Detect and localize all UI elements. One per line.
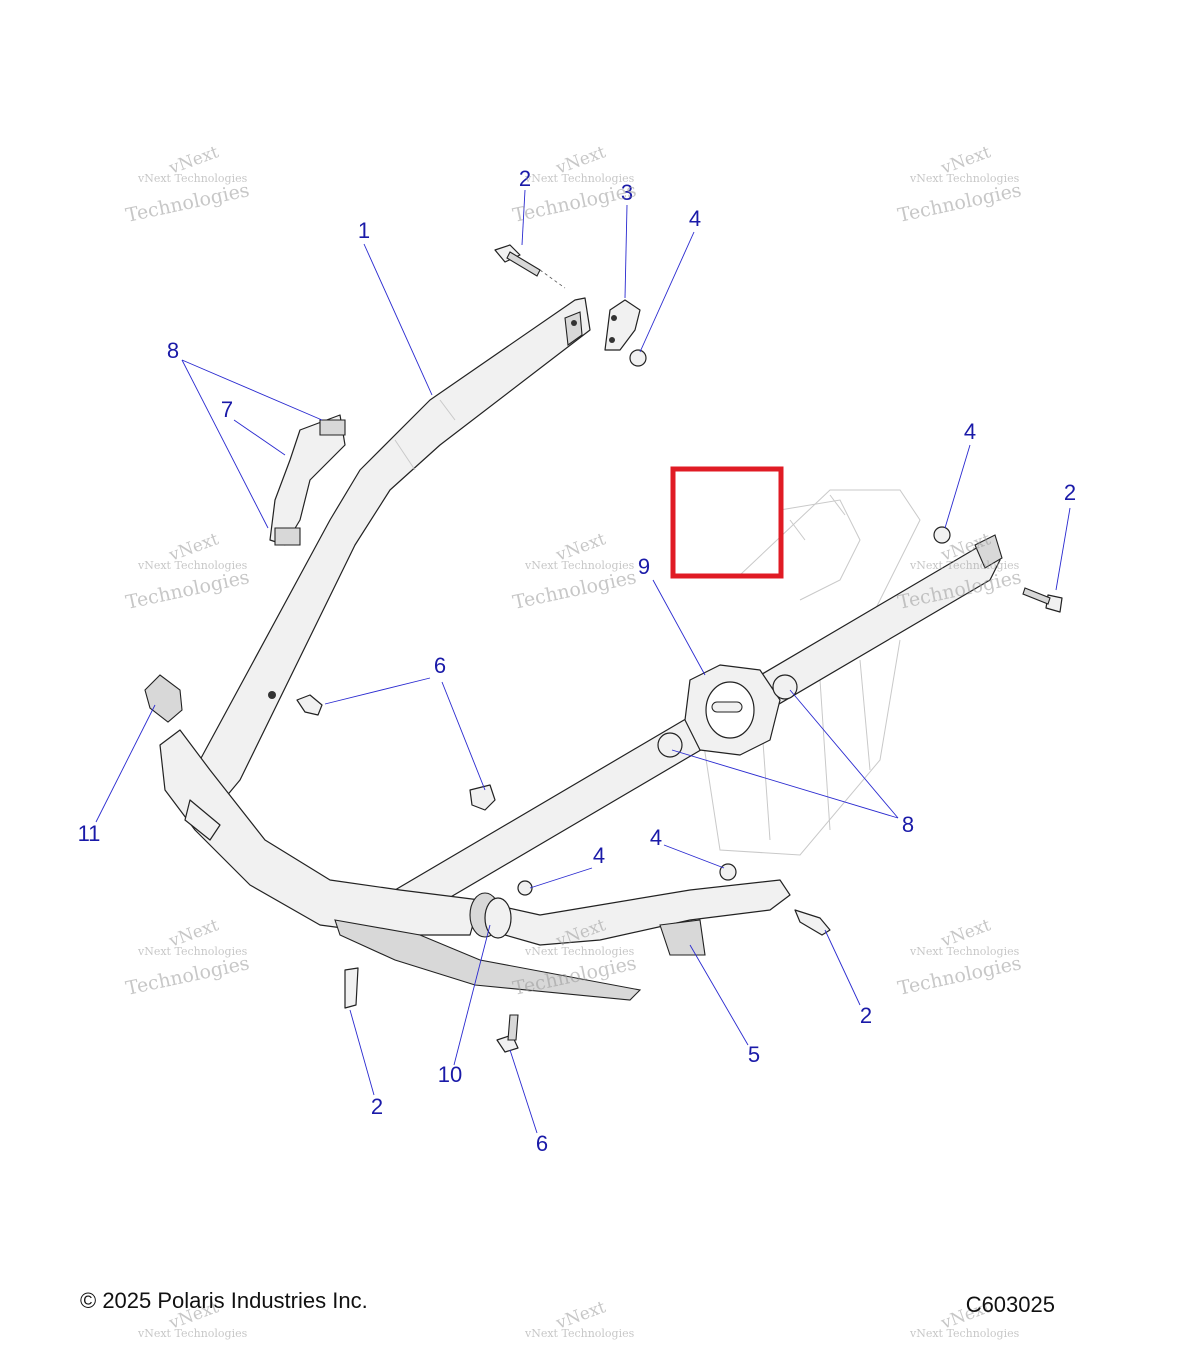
watermark: vNext vNext Technologies Technologies: [896, 529, 1024, 614]
grommet: [469, 892, 512, 939]
callout-1: 1: [358, 218, 370, 243]
svg-text:Technologies: Technologies: [124, 179, 252, 227]
callout-10: 10: [438, 1062, 462, 1087]
watermark: vNext vNext Technologies Technologies: [124, 915, 252, 1000]
callout-5: 5: [748, 1042, 760, 1067]
drawing-code: C603025: [965, 1292, 1055, 1317]
plate-bracket: [604, 299, 641, 351]
callout-3: 3: [621, 180, 633, 205]
copyright-text: © 2025 Polaris Industries Inc.: [80, 1288, 368, 1313]
svg-text:vNext Technologies: vNext Technologies: [137, 172, 248, 185]
svg-text:vNext Technologies: vNext Technologies: [524, 945, 635, 958]
svg-text:vNext Technologies: vNext Technologies: [524, 172, 635, 185]
watermark: vNext vNext Technologies Technologies: [896, 915, 1024, 1000]
svg-text:vNext Technologies: vNext Technologies: [909, 172, 1020, 185]
svg-text:vNext Technologies: vNext Technologies: [909, 559, 1020, 572]
svg-text:vNext Technologies: vNext Technologies: [524, 1327, 635, 1340]
callout-2-bottom: 2: [371, 1094, 383, 1119]
upper-frame-tube: [189, 297, 591, 811]
leader-lines: [95, 189, 1071, 1134]
svg-text:vNext Technologies: vNext Technologies: [137, 559, 248, 572]
callout-2-top: 2: [519, 166, 531, 191]
svg-text:vNext Technologies: vNext Technologies: [524, 559, 635, 572]
callout-9: 9: [638, 554, 650, 579]
svg-text:Technologies: Technologies: [124, 952, 252, 1000]
svg-text:Technologies: Technologies: [124, 566, 252, 614]
callout-4-lower-right: 4: [650, 825, 662, 850]
callout-6-top: 6: [434, 653, 446, 678]
svg-text:vNext Technologies: vNext Technologies: [137, 945, 248, 958]
fasteners: [296, 244, 1063, 1053]
watermark: vNext vNext Technologies Technologies: [511, 142, 639, 227]
svg-text:vNext Technologies: vNext Technologies: [909, 1327, 1020, 1340]
front-bumper: [159, 729, 791, 1001]
watermark: vNext vNext Technologies Technologies: [124, 529, 252, 614]
watermark: vNext vNext Technologies Technologies: [896, 142, 1024, 227]
callout-7: 7: [221, 397, 233, 422]
callout-4-lower: 4: [593, 843, 605, 868]
steering-bracket: [657, 664, 798, 758]
callout-11: 11: [78, 821, 101, 846]
svg-text:Technologies: Technologies: [896, 179, 1024, 227]
callout-4-right: 4: [964, 419, 976, 444]
callouts: 1 2 3 4 8 7 4 2 9 6 11 8 4 4 2 5 10 2 6: [78, 166, 1077, 1156]
callout-8-right: 8: [902, 812, 914, 837]
callout-2-lower-right: 2: [860, 1003, 872, 1028]
watermark: vNext vNext Technologies Technologies: [511, 529, 639, 614]
callout-8-left: 8: [167, 338, 179, 363]
svg-text:Technologies: Technologies: [511, 566, 639, 614]
svg-text:vNext Technologies: vNext Technologies: [137, 1327, 248, 1340]
watermark: vNext vNext Technologies: [524, 1297, 635, 1340]
callout-4-top: 4: [689, 206, 701, 231]
mount-bracket: [269, 414, 346, 546]
bump-stop: [144, 674, 183, 723]
watermark: vNext vNext Technologies Technologies: [124, 142, 252, 227]
callout-6-bottom: 6: [536, 1131, 548, 1156]
svg-text:Technologies: Technologies: [896, 952, 1024, 1000]
svg-text:vNext Technologies: vNext Technologies: [909, 945, 1020, 958]
highlight-box: [670, 466, 784, 579]
callout-2-right: 2: [1064, 480, 1076, 505]
